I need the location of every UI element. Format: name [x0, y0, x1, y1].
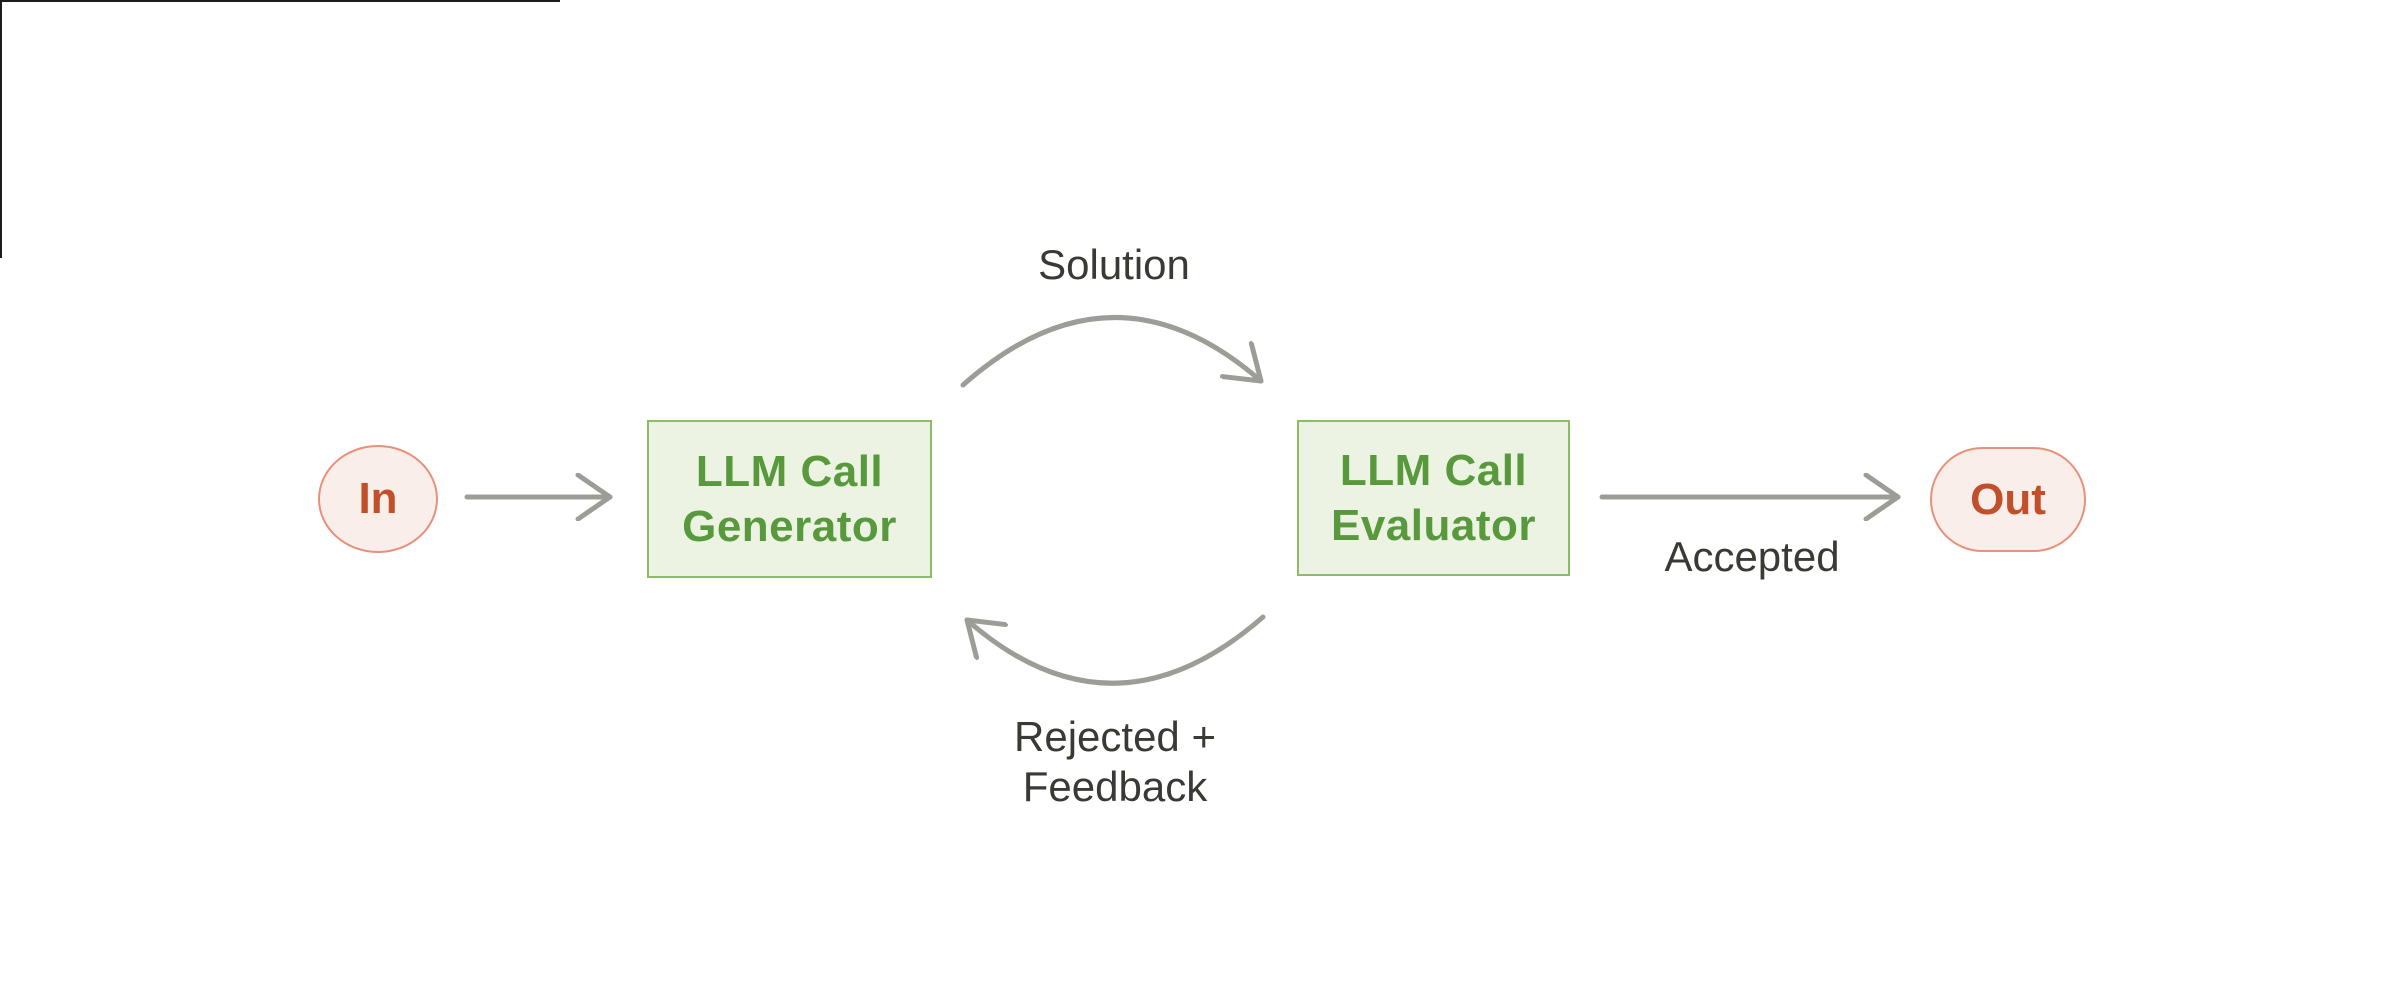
window-edge-artifact-left — [0, 0, 2, 258]
node-llm-call-generator: LLM Call Generator — [647, 420, 932, 578]
edge-solution-arc-arrow — [960, 315, 1264, 388]
edge-label-rejected-line1: Rejected + — [1014, 713, 1216, 760]
node-evaluator-label-line2: Evaluator — [1330, 501, 1536, 550]
node-evaluator-label-line1: LLM Call — [1339, 446, 1528, 495]
node-in-label: In — [358, 474, 398, 523]
node-generator-label-line2: Generator — [682, 502, 897, 551]
node-llm-call-evaluator: LLM Call Evaluator — [1297, 420, 1570, 576]
node-generator-label-line1: LLM Call — [695, 447, 884, 496]
node-in: In — [318, 445, 438, 553]
edge-label-rejected-feedback: Rejected + Feedback — [1014, 712, 1216, 812]
edge-label-solution: Solution — [1038, 241, 1190, 288]
node-out-label: Out — [1970, 474, 2046, 524]
window-edge-artifact-top — [0, 0, 560, 2]
node-out: Out — [1930, 447, 2086, 552]
edge-label-rejected-line2: Feedback — [1022, 763, 1208, 810]
edge-label-accepted: Accepted — [1664, 533, 1840, 580]
edge-rejected-arc-arrow — [964, 614, 1266, 686]
